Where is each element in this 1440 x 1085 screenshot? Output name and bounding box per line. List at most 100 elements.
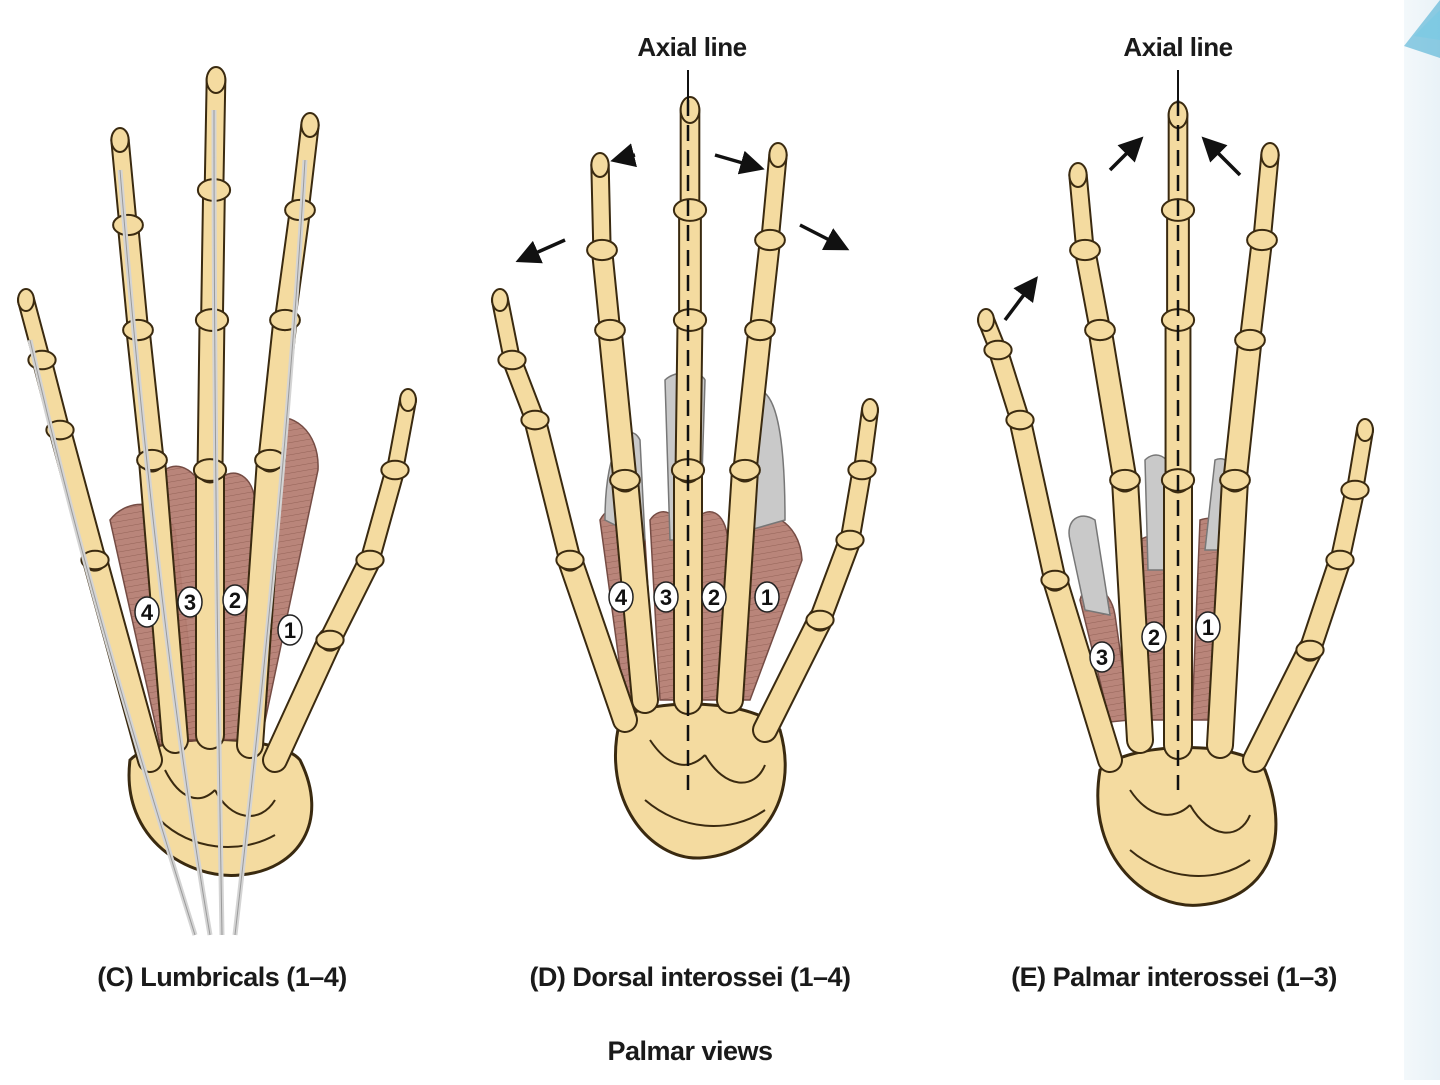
palmar-interossei-digit-2-joint-1 (1109, 468, 1141, 492)
palmar-interossei-digit-5-bone-3 (1331, 481, 1364, 569)
lumbricals-digit-1-bone-1 (84, 549, 161, 771)
dorsal-interossei-digit-1-joint-3 (497, 349, 527, 371)
dorsal-interossei-muscle-badge-1 (608, 581, 634, 613)
dorsal-interossei-digit-2-joint-1 (609, 468, 641, 492)
palmar-views-label: Palmar views (607, 1036, 773, 1066)
palmar-interossei-digit-4-tip (1260, 142, 1280, 168)
lumbricals-digit-5-joint-3 (380, 459, 410, 481)
dorsal-interossei-digit-4-bone-3 (750, 230, 780, 340)
palmar-interossei-digit-2-bone-2 (1089, 319, 1136, 491)
lumbricals-digit-2-joint-2 (122, 318, 154, 342)
dorsal-interossei-digit-3-joint-2 (672, 308, 708, 332)
palmar-interossei-digit-4-joint-1 (1219, 468, 1251, 492)
lumbricals-digit-4-bone-2 (259, 309, 296, 471)
lumbricals-digit-3-tip (205, 66, 227, 94)
dorsal-interossei-digit-1-bone-3 (503, 351, 544, 429)
palmar-interossei-digit-1-bone-3 (989, 341, 1029, 429)
lumbricals-digit-1-bone-2 (50, 420, 105, 570)
lumbricals-digit-5-joint-1 (315, 629, 345, 651)
dorsal-interossei-digit-4-bone-1 (718, 458, 757, 712)
palmar-interossei-tendon-sheath-0 (1068, 515, 1111, 616)
lumbricals-digit-1-tip (17, 288, 35, 312)
dorsal-interossei-digit-5-bone-3 (841, 461, 871, 549)
dorsal-interossei-digit-2-bone-2 (599, 319, 636, 491)
dorsal-interossei-digit-2-bone-1 (613, 468, 657, 712)
caption-lumbricals: (C) Lumbricals (1–4) (97, 962, 347, 992)
lumbricals-digit-4-bone-3 (275, 200, 310, 330)
dorsal-interossei-digit-1-tip (491, 288, 509, 312)
lumbricals-muscle-number-2: 3 (184, 590, 196, 615)
dorsal-interossei-digit-1-bone-2 (525, 410, 580, 570)
lumbricals-muscle-badge-1 (134, 596, 160, 628)
palmar-interossei-digit-4-joint-3 (1246, 228, 1278, 252)
dorsal-interossei-digit-3-joint-3 (672, 198, 708, 222)
dorsal-interossei-digit-2-tip (590, 152, 610, 178)
dorsal-interossei-digit-4-joint-1 (729, 458, 761, 482)
dorsal-interossei-muscle-number-2: 3 (660, 585, 672, 610)
palmar-interossei-muscle-number-1: 3 (1096, 645, 1108, 670)
dorsal-interossei-digit-2-joint-3 (586, 238, 618, 262)
lumbricals-carpal-line-2 (159, 819, 276, 848)
lumbricals-digit-3-joint-2 (194, 308, 230, 332)
dorsal-interossei-movement-arrow-1 (610, 143, 637, 168)
palmar-interossei-digit-2-bone-1 (1113, 468, 1152, 752)
dorsal-interossei-digit-3-bone-2 (676, 308, 702, 482)
palmar-interossei-digit-5-joint-3 (1340, 479, 1370, 501)
dorsal-interossei-digit-4-joint-3 (754, 228, 786, 252)
dorsal-interossei-digit-5-joint-1 (805, 609, 835, 631)
dorsal-interossei-muscle-number-3: 2 (708, 585, 720, 610)
lumbricals-digit-5-bone-3 (361, 461, 404, 569)
palmar-interossei-digit-4-joint-2 (1234, 328, 1266, 352)
palmar-interossei-digit-4-bone-1 (1208, 468, 1247, 757)
dorsal-interossei-digit-5-joint-2 (835, 529, 865, 551)
dorsal-interossei-digit-1-bone-1 (559, 549, 636, 731)
dorsal-interossei-digit-5-bone-1 (754, 609, 831, 741)
dorsal-interossei-muscle-number-4: 1 (761, 585, 773, 610)
dorsal-interossei-digit-4-tip (768, 142, 788, 168)
dorsal-interossei-muscle-badge-4 (754, 581, 780, 613)
palmar-interossei-carpal-line-0 (1129, 789, 1191, 816)
palmar-interossei-digit-2-tip (1068, 162, 1088, 188)
palmar-interossei-digit-5-joint-1 (1295, 639, 1325, 661)
palmar-interossei-digit-1-tip (977, 308, 995, 332)
palmar-interossei-hand: 3 2 1 (976, 70, 1375, 907)
palmar-interossei-muscle-badge-1 (1089, 641, 1115, 673)
palmar-interossei-digit-5-bone-2 (1300, 550, 1350, 660)
palmar-interossei-movement-arrow-2 (1201, 136, 1242, 177)
lumbricals-digit-2-bone-2 (127, 319, 163, 471)
palmar-interossei-muscle-number-3: 1 (1202, 615, 1214, 640)
dorsal-interossei-muscle-badge-2 (653, 581, 679, 613)
palmar-interossei-digit-1-bone-1 (1044, 569, 1121, 771)
palmar-interossei-digit-1-joint-1 (1040, 569, 1070, 591)
dorsal-interossei-movement-arrow-3 (515, 238, 566, 264)
caption-dorsal-interossei: (D) Dorsal interossei (1–4) (529, 962, 851, 992)
dorsal-interossei-digit-5-joint-3 (847, 459, 877, 481)
dorsal-interossei-digit-5-tip (861, 398, 879, 422)
dorsal-interossei-digit-1-joint-1 (555, 549, 585, 571)
dorsal-interossei-movement-arrow-2 (714, 150, 765, 175)
palmar-interossei-digit-4-bone-4 (1254, 147, 1278, 248)
lumbricals-digit-5-bone-2 (320, 550, 380, 650)
palmar-interossei-digit-4-bone-2 (1224, 329, 1261, 491)
axial-line-label-e: Axial line (1123, 32, 1233, 62)
dorsal-interossei-digit-4-bone-4 (762, 147, 786, 248)
palmar-interossei-muscle-number-2: 2 (1148, 625, 1160, 650)
palmar-interossei-digit-4-bone-3 (1240, 230, 1272, 350)
lumbricals-digit-1-bone-3 (33, 351, 69, 439)
palmar-interossei-carpal-line-2 (1129, 849, 1251, 877)
lumbricals-muscle-number-1: 4 (141, 600, 154, 625)
dorsal-interossei-digit-1-joint-2 (520, 409, 550, 431)
lumbricals-tendon-edge-2 (119, 169, 211, 936)
dorsal-interossei-digit-4-bone-2 (734, 319, 771, 481)
lumbricals-tendon-edge-4 (234, 159, 306, 936)
lumbricals-digit-2-tip (110, 127, 130, 153)
dorsal-interossei-carpal-line-2 (644, 799, 766, 827)
dorsal-interossei-muscle-badge-3 (701, 581, 727, 613)
dorsal-interossei-carpal-line-0 (649, 739, 706, 766)
dorsal-interossei-digit-5-bone-2 (810, 530, 860, 630)
palmar-interossei-digit-1-bone-2 (1010, 410, 1065, 590)
lumbricals-muscle-badge-2 (177, 586, 203, 618)
